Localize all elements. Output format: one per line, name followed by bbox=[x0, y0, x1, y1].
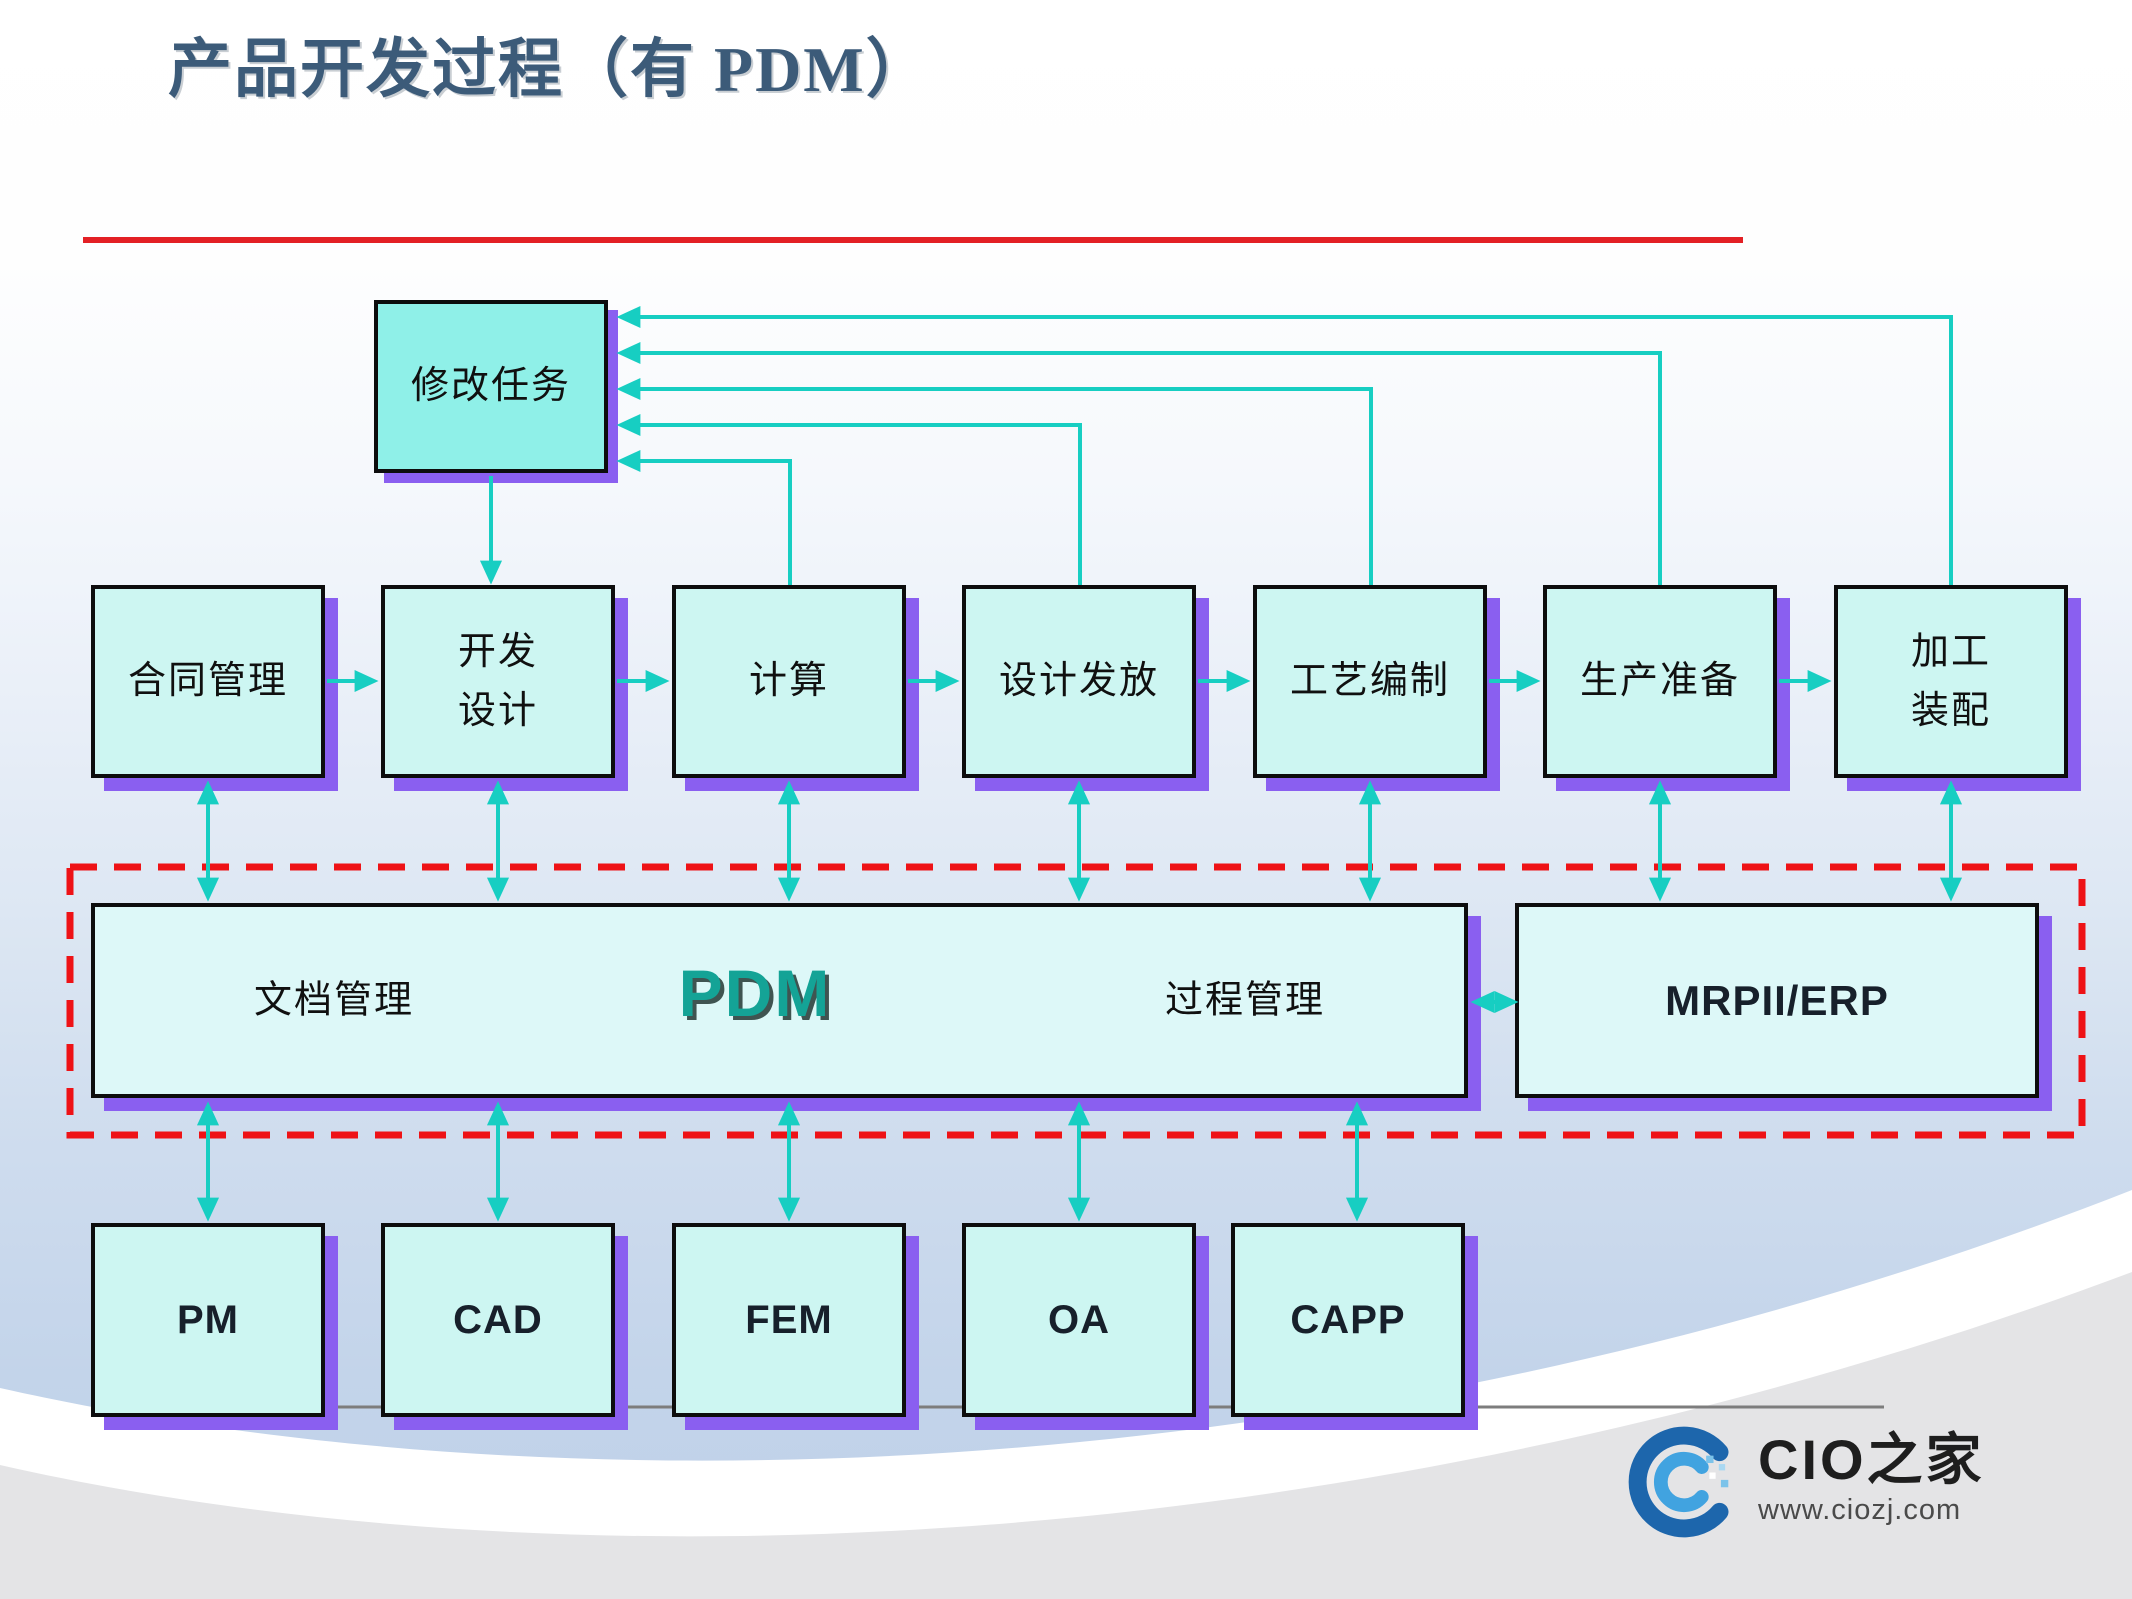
pdm-right-label: 过程管理 bbox=[1164, 979, 1326, 1022]
swoosh-gray-area bbox=[0, 1272, 2132, 1599]
box-label: FEM bbox=[745, 1297, 833, 1342]
box-oa: OA bbox=[962, 1223, 1196, 1417]
box-label-line1: 加工 bbox=[1910, 630, 1991, 673]
box-mrpii-erp: MRPII/ERP bbox=[1515, 903, 2039, 1098]
ciozj-logo-icon bbox=[1628, 1426, 1729, 1538]
title-underline bbox=[83, 237, 1743, 243]
pdm-title: PDM bbox=[678, 956, 832, 1031]
box-production-preparation: 生产准备 bbox=[1543, 585, 1777, 778]
box-pdm-band: 文档管理 PDM 过程管理 bbox=[91, 903, 1468, 1098]
box-label-line2: 设计 bbox=[457, 689, 538, 732]
box-calculation: 计算 bbox=[672, 585, 906, 778]
logo-name: CIO之家 bbox=[1758, 1428, 1985, 1491]
box-label: MRPII/ERP bbox=[1665, 976, 1889, 1024]
box-label-line1: 开发 bbox=[457, 630, 538, 673]
box-label: 工艺编制 bbox=[1289, 660, 1450, 703]
box-label: OA bbox=[1048, 1297, 1110, 1342]
box-label: CAPP bbox=[1290, 1297, 1406, 1342]
logo-site: www.ciozj.com bbox=[1758, 1494, 1962, 1526]
box-label: 合同管理 bbox=[127, 660, 288, 703]
box-label: 生产准备 bbox=[1579, 660, 1740, 703]
logo-text: CIO之家 www.ciozj.com bbox=[1758, 1432, 1985, 1527]
box-modify-task: 修改任务 bbox=[374, 300, 608, 473]
box-label-line2: 装配 bbox=[1910, 689, 1991, 732]
box-modify-task-label: 修改任务 bbox=[410, 365, 571, 408]
box-process-planning: 工艺编制 bbox=[1253, 585, 1487, 778]
box-label: 计算 bbox=[748, 660, 829, 703]
ciozj-logo: CIO之家 www.ciozj.com bbox=[1626, 1424, 1985, 1540]
box-capp: CAPP bbox=[1231, 1223, 1465, 1417]
box-fem: FEM bbox=[672, 1223, 906, 1417]
pdm-left-label: 文档管理 bbox=[253, 979, 415, 1022]
box-cad: CAD bbox=[381, 1223, 615, 1417]
page-title: 产品开发过程（有 PDM） bbox=[168, 34, 932, 105]
box-label: CAD bbox=[453, 1297, 543, 1342]
box-design-release: 设计发放 bbox=[962, 585, 1196, 778]
box-contract-management: 合同管理 bbox=[91, 585, 325, 778]
box-machining-assembly: 加工 装配 bbox=[1834, 585, 2068, 778]
box-pm: PM bbox=[91, 1223, 325, 1417]
box-label: PM bbox=[177, 1297, 239, 1342]
box-development-design: 开发 设计 bbox=[381, 585, 615, 778]
box-label: 设计发放 bbox=[998, 660, 1159, 703]
